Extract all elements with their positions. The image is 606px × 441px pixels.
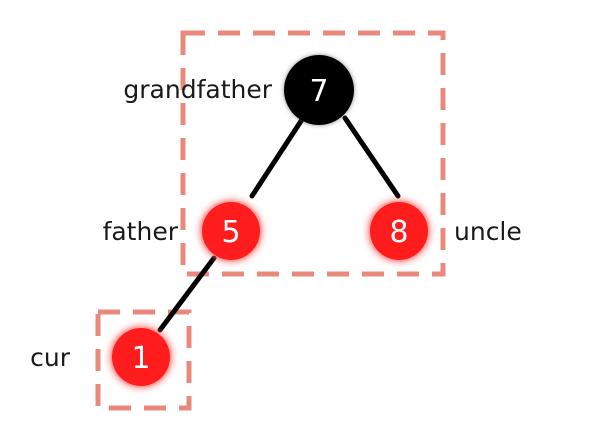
node-grandfather-value: 7 [309, 74, 328, 109]
node-uncle: 8 [370, 202, 428, 260]
highlight-box-grandparent-group [180, 30, 446, 277]
node-uncle-circle [370, 202, 428, 260]
node-cur-value: 1 [131, 341, 150, 376]
highlight-box-cur [95, 309, 192, 411]
node-uncle-value: 8 [389, 215, 408, 250]
node-father-circle [202, 202, 260, 260]
edge-grandfather-uncle [342, 115, 401, 199]
edge-grandfather-father [249, 115, 306, 199]
label-father: father [103, 217, 179, 246]
node-father-value: 5 [221, 215, 240, 250]
node-cur: 1 [112, 328, 170, 386]
node-cur-circle [112, 328, 170, 386]
label-grandfather: grandfather [123, 75, 272, 104]
node-grandfather-circle [284, 55, 354, 125]
label-cur: cur [30, 343, 71, 372]
node-grandfather: 7 [284, 55, 354, 125]
node-father: 5 [202, 202, 260, 260]
edge-father-cur [157, 255, 217, 333]
label-uncle: uncle [454, 217, 522, 246]
